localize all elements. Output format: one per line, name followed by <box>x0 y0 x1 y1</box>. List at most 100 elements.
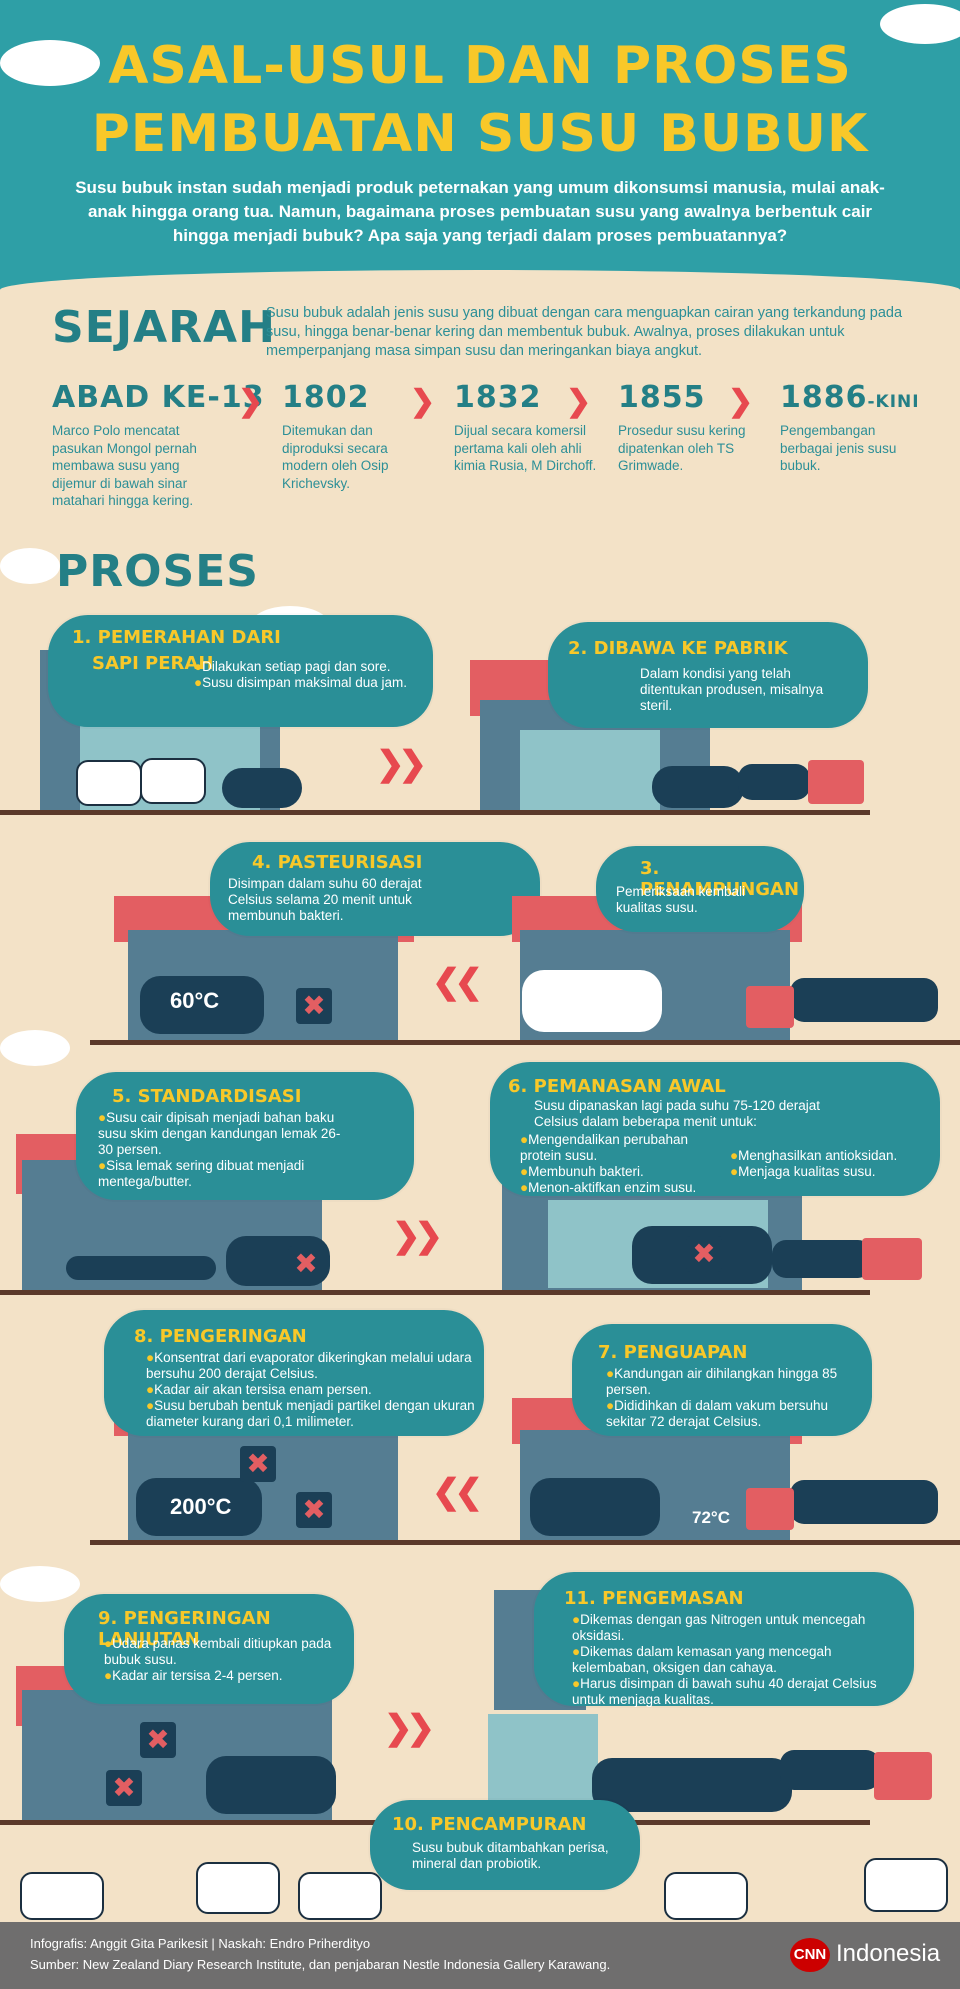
ground-line <box>0 810 870 815</box>
pasteurization-tank <box>140 976 264 1034</box>
step-5-bullet: Sisa lemak sering dibuat menjadi mentega… <box>98 1158 348 1190</box>
truck-cab <box>862 1238 922 1280</box>
tanker-trailer <box>780 1750 880 1790</box>
truck-cab <box>874 1752 932 1800</box>
cnn-brand-text: Indonesia <box>836 1940 941 1967</box>
flow-arrow-left-icon: ❮❮ <box>432 1473 483 1511</box>
header-banner <box>0 0 960 290</box>
tanker-trailer <box>790 978 938 1022</box>
truck-cab <box>746 1488 794 1530</box>
cloud-decoration <box>880 4 960 44</box>
fan-icon: ✖ <box>106 1770 142 1806</box>
tanker-trailer <box>772 1240 872 1278</box>
flow-arrow-right-icon: ❯❯ <box>384 1709 435 1747</box>
flow-arrow-right-icon: ❯❯ <box>392 1217 443 1255</box>
cloud-decoration <box>0 40 100 86</box>
fan-icon: ✖ <box>288 1246 324 1282</box>
step-3-text: Pemeriksaan kembali kualitas susu. <box>616 884 746 915</box>
step-7-bullet: Dididihkan di dalam vakum bersuhu sekita… <box>606 1398 856 1430</box>
step-8-title: 8. PENGERINGAN <box>134 1326 307 1347</box>
storage-tank <box>652 766 744 808</box>
step-2-title: 2. DIBAWA KE PABRIK <box>568 638 788 659</box>
step-8-bullet: Susu berubah bentuk menjadi partikel den… <box>146 1398 476 1430</box>
step-4-text: Disimpan dalam suhu 60 derajat Celsius s… <box>228 876 422 923</box>
step-6-bullet: Membunuh bakteri. <box>520 1164 730 1180</box>
evaporator-tank <box>530 1478 660 1536</box>
step-1-title: 1. PEMERAHAN DARI <box>72 627 281 648</box>
temperature-label: 200°C <box>170 1494 232 1519</box>
flow-arrow-right-icon: ❯❯ <box>376 745 427 783</box>
page-title-line-1: ASAL-USUL DAN PROSES <box>108 36 852 96</box>
fan-icon: ✖ <box>686 1236 722 1272</box>
step-4-bubble: 4. PASTEURISASI Disimpan dalam suhu 60 d… <box>210 842 540 936</box>
cloud-decoration <box>0 1030 70 1066</box>
timeline-year: ABAD KE-13 <box>52 380 265 415</box>
fan-icon: ✖ <box>140 1722 176 1758</box>
step-11-title: 11. PENGEMASAN <box>564 1588 744 1609</box>
step-9-bubble: 9. PENGERINGAN LANJUTAN Udara panas kemb… <box>64 1594 354 1704</box>
step-5-title: 5. STANDARDISASI <box>112 1086 302 1107</box>
timeline-text: Prosedur susu kering dipatenkan oleh TS … <box>618 423 746 473</box>
collection-tank <box>522 970 662 1032</box>
cow-icon <box>864 1858 948 1912</box>
timeline-text: Pengembangan berbagai jenis susu bubuk. <box>780 423 897 473</box>
temperature-label: 72°C <box>692 1508 730 1527</box>
step-11-bullet: Dikemas dengan gas Nitrogen untuk menceg… <box>572 1612 892 1644</box>
timeline-text: Ditemukan dan diproduksi secara modern o… <box>282 423 389 491</box>
drying-tank <box>206 1756 336 1814</box>
step-6-text: Susu dipanaskan lagi pada suhu 75-120 de… <box>534 1098 820 1129</box>
footer-credit: Infografis: Anggit Gita Parikesit | Nask… <box>30 1936 371 1951</box>
cow-icon <box>76 760 142 806</box>
tanker-trailer <box>738 764 810 800</box>
step-8-bullet: Kadar air akan tersisa enam persen. <box>146 1382 476 1398</box>
cow-icon <box>298 1872 382 1920</box>
timeline-text: Dijual secara komersil pertama kali oleh… <box>454 423 597 473</box>
step-1-bubble: 1. PEMERAHAN DARI SAPI PERAH Dilakukan s… <box>48 615 433 727</box>
step-1-bullet: Susu disimpan maksimal dua jam. <box>194 675 424 691</box>
step-3-title: 3. PENAMPUNGAN <box>640 858 800 900</box>
header-wave <box>0 270 960 310</box>
step-7-title: 7. PENGUAPAN <box>598 1342 748 1363</box>
cnn-logo: CNN <box>790 1938 830 1972</box>
timeline-year: 1855 <box>618 380 706 415</box>
drying-tank <box>136 1478 262 1536</box>
ground-line <box>90 1540 960 1545</box>
truck-cab <box>808 760 864 804</box>
step-7-bubble: 7. PENGUAPAN Kandungan air dihilangkan h… <box>572 1324 872 1436</box>
timeline-arrow-icon: ❯ <box>410 385 436 418</box>
step-10-title: 10. PENCAMPURAN <box>392 1814 587 1835</box>
timeline-arrow-icon: ❯ <box>566 385 592 418</box>
step-8-bubble: 8. PENGERINGAN Konsentrat dari evaporato… <box>104 1310 484 1436</box>
fan-icon: ✖ <box>296 1492 332 1528</box>
cloud-decoration <box>0 1566 80 1602</box>
step-2-text: Dalam kondisi yang telah ditentukan prod… <box>640 666 824 713</box>
step-8-bullet: Konsentrat dari evaporator dikeringkan m… <box>146 1350 476 1382</box>
cow-icon <box>196 1862 280 1914</box>
sejarah-description: Susu bubuk adalah jenis susu yang dibuat… <box>266 305 903 359</box>
timeline-year: 1802 <box>282 380 370 415</box>
fan-icon: ✖ <box>240 1446 276 1482</box>
timeline-text: Marco Polo mencatat pasukan Mongol perna… <box>52 423 197 508</box>
flow-arrow-left-icon: ❮❮ <box>432 963 483 1001</box>
ground-line <box>0 1290 870 1295</box>
packaging-line <box>592 1758 792 1812</box>
step-5-bubble: 5. STANDARDISASI Susu cair dipisah menja… <box>76 1072 414 1200</box>
cloud-decoration <box>0 548 60 584</box>
step-10-text: Susu bubuk ditambahkan perisa, mineral d… <box>412 1840 609 1871</box>
conveyor-belt <box>66 1256 216 1280</box>
ground-line <box>90 1040 960 1045</box>
step-6-title: 6. PEMANASAN AWAL <box>508 1076 726 1097</box>
step-9-bullet: Udara panas kembali ditiupkan pada bubuk… <box>104 1636 334 1668</box>
step-4-title: 4. PASTEURISASI <box>252 852 423 873</box>
step-11-bullet: Harus disimpan di bawah suhu 40 derajat … <box>572 1676 892 1708</box>
step-10-bubble: 10. PENCAMPURAN Susu bubuk ditambahkan p… <box>370 1800 640 1890</box>
tanker-trailer <box>790 1480 938 1524</box>
step-6-bubble: 6. PEMANASAN AWAL Susu dipanaskan lagi p… <box>490 1062 940 1196</box>
step-6-bullet: Mengendalikan perubahan protein susu. <box>520 1132 730 1164</box>
step-6-bullet: Menjaga kualitas susu. <box>730 1164 930 1180</box>
fan-icon: ✖ <box>296 988 332 1024</box>
temperature-label: 60°C <box>170 988 220 1013</box>
step-6-bullet: Menon-aktifkan enzim susu. <box>520 1180 730 1196</box>
factory-interior <box>520 730 660 810</box>
step-6-bullet: Menghasilkan antioksidan. <box>730 1148 930 1164</box>
